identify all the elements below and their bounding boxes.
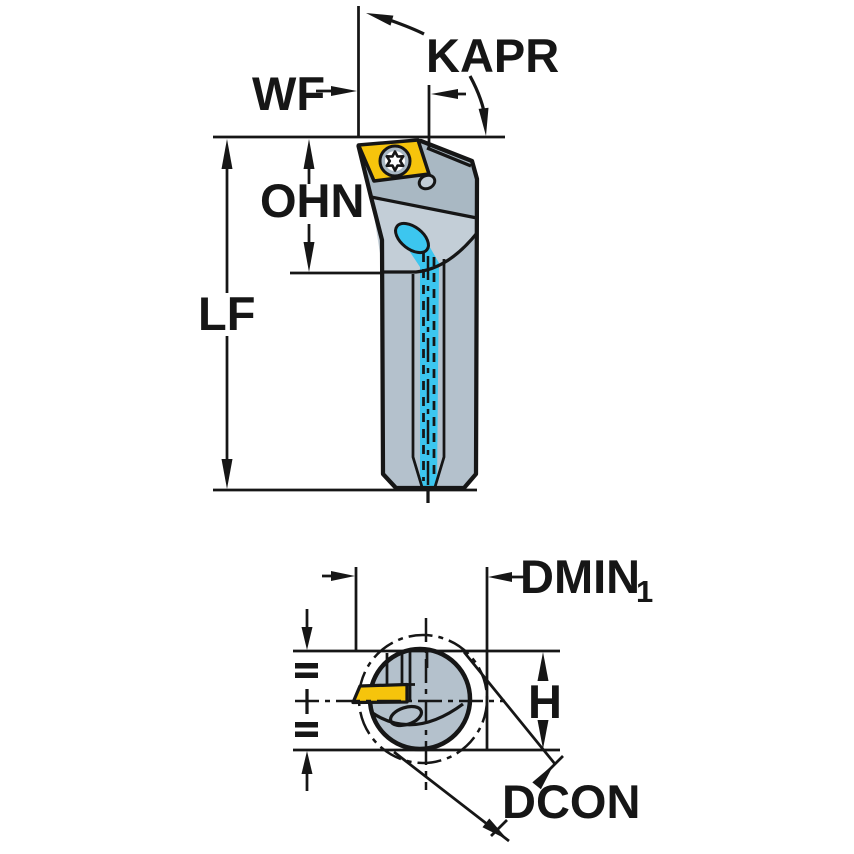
- coolant-hole-front: [388, 704, 424, 728]
- lf-arrowhead-down-icon: [221, 459, 233, 489]
- dimension-dcon: DCON: [393, 651, 640, 843]
- side-view: WF KAPR OHN LF: [198, 6, 559, 503]
- kapr-arrowhead-upper-icon: [366, 13, 394, 26]
- shank-facet-right: [433, 259, 446, 488]
- dimension-h: H: [528, 652, 562, 749]
- dmin-arrowhead-left-icon: [488, 572, 512, 582]
- dimension-kapr: KAPR: [366, 13, 559, 136]
- h-arrowhead-up-icon: [537, 652, 549, 681]
- kapr-arrowhead-lower-icon: [478, 107, 489, 136]
- equal-mark-bar: [295, 731, 318, 737]
- end-view: DMIN 1 H DCON: [293, 550, 653, 843]
- h-arrowhead-down-icon: [537, 720, 549, 749]
- dcon-label: DCON: [502, 775, 640, 828]
- dimension-dmin1: DMIN 1: [322, 550, 653, 750]
- arrowhead-up-icon: [301, 751, 313, 774]
- dcon-tick-lower: [490, 819, 508, 837]
- dcon-arrowhead-lower-icon: [482, 818, 508, 840]
- shank-facet-left: [411, 274, 424, 488]
- torx-socket-icon: [385, 150, 405, 172]
- dcon-arrowhead-upper-icon: [532, 764, 554, 790]
- lf-label: LF: [198, 287, 255, 340]
- head-chamfer-inner-line: [426, 146, 472, 168]
- ohn-arrowhead-down-icon: [303, 242, 315, 272]
- dimension-ohn: OHN: [260, 139, 364, 272]
- equal-mark-bar: [295, 722, 318, 728]
- arrowhead-down-icon: [301, 627, 313, 650]
- insert-screw: [378, 144, 412, 178]
- kapr-arc-upper: [390, 18, 425, 36]
- tool-body-outline: [356, 138, 480, 491]
- head-contour-curve: [370, 702, 464, 727]
- equal-mark-bar: [295, 663, 318, 669]
- lf-arrowhead-up-icon: [221, 139, 233, 169]
- wf-arrowhead-left-icon: [431, 89, 458, 99]
- dmin-arrowhead-right-icon: [331, 571, 355, 581]
- kapr-label: KAPR: [426, 29, 559, 82]
- head-ridge-line: [370, 195, 478, 220]
- equal-mark-bar: [295, 672, 318, 678]
- dcon-diagonal-upper: [462, 651, 557, 765]
- dimension-wf: WF: [252, 67, 466, 120]
- wf-label: WF: [252, 67, 325, 120]
- wf-arrowhead-right-icon: [331, 86, 357, 96]
- ohn-arrowhead-up-icon: [303, 139, 315, 169]
- h-label: H: [528, 675, 562, 728]
- coolant-channel: [394, 221, 439, 503]
- ohn-label: OHN: [260, 174, 364, 227]
- dmin-subscript: 1: [636, 574, 653, 609]
- coolant-exit-hole: [394, 221, 430, 255]
- dimension-lf: LF: [198, 139, 255, 489]
- dmin-label: DMIN: [520, 550, 640, 603]
- coolant-duct: [406, 237, 439, 487]
- center-height-annotation: [295, 609, 318, 791]
